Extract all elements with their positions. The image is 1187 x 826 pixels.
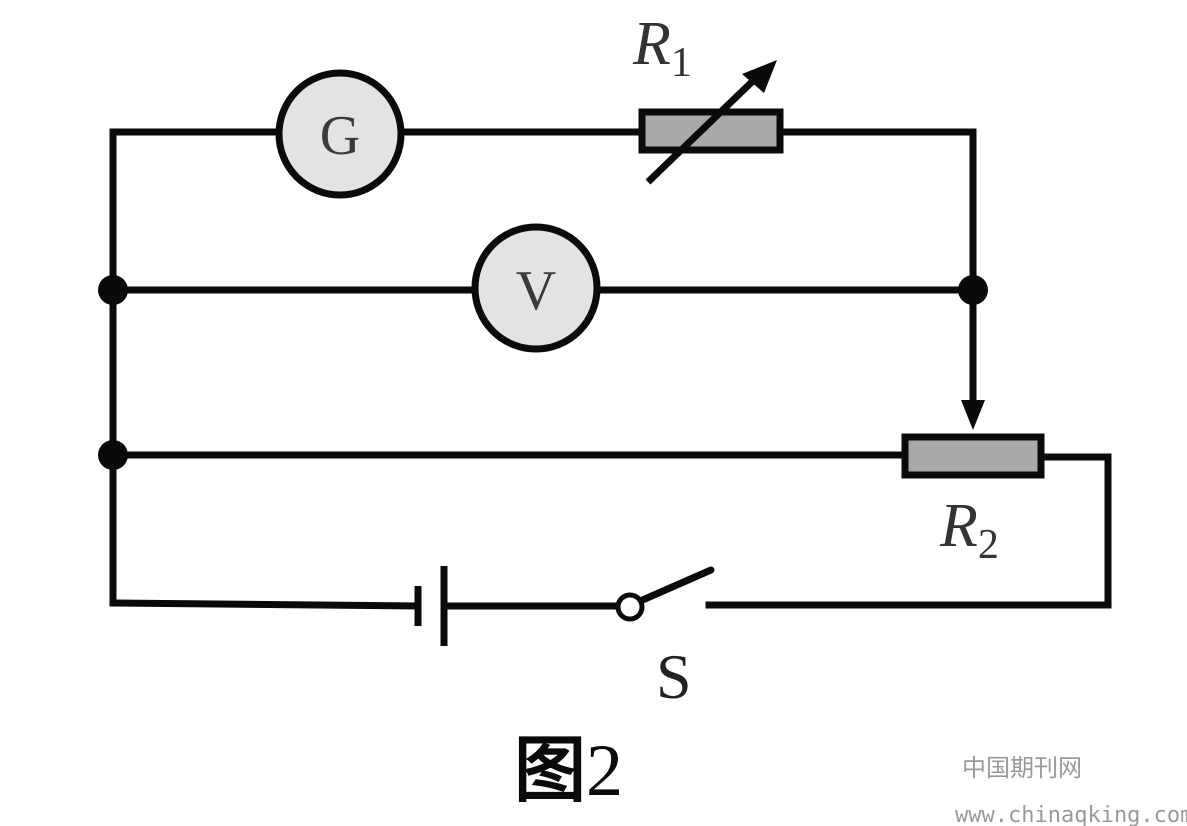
top-branch-wire-right [776,128,977,294]
r1-label-letter: R [632,10,671,78]
voltmeter: V [471,223,601,353]
r2-label-subscript: 2 [978,522,999,568]
switch-label: S [656,641,692,712]
r2-label: R2 [939,492,999,568]
voltmeter-symbol: V [516,260,556,322]
bottom-wire-left [109,599,422,610]
watermark-site-name: 中国期刊网 [962,754,1082,782]
switch-pivot [615,592,645,622]
r2-row-wire-right [1037,453,1112,609]
junction-node-left-upper [98,275,128,305]
figure-caption-number: 2 [586,730,623,812]
galvanometer-symbol: G [320,105,360,167]
junction-node-left-lower [98,440,128,470]
galvanometer: G [275,69,405,199]
r1-label-subscript: 1 [671,40,692,86]
battery [414,566,448,646]
slide-rheostat-r2 [901,433,1045,479]
switch [615,566,715,622]
slider-arrowhead [961,400,985,430]
junction-node-right [958,275,988,305]
watermark-url: www.chinaqking.com [955,803,1187,826]
variable-resistor-r1 [638,60,784,185]
figure-caption: 图2 [514,728,623,812]
figure-caption-char: 图 [514,728,586,812]
r2-label-letter: R [939,492,978,560]
variable-resistor-arrow-shaft [645,74,760,185]
r1-label: R1 [632,10,692,86]
switch-blade [634,566,715,606]
variable-resistor-arrowhead [742,60,777,93]
